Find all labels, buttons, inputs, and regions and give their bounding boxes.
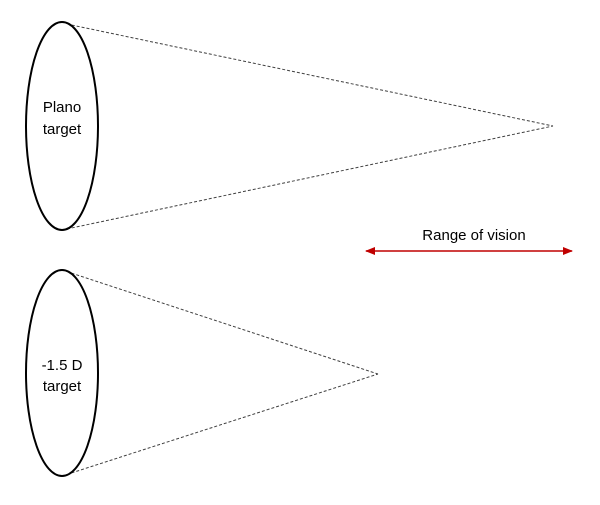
plano-target-ellipse (25, 21, 99, 231)
minus-1-5d-target-label-line1: -1.5 D (42, 357, 83, 374)
plano-cone-upper-line (61, 22, 554, 127)
minus-1-5d-cone-upper-line (61, 269, 379, 375)
minus-1-5d-target-ellipse (25, 269, 99, 477)
plano-target-group: Plano target (25, 21, 554, 231)
plano-target-label-line1: Plano (43, 99, 81, 116)
minus-1-5d-target-group: -1.5 D target (25, 269, 379, 477)
plano-target-label-line2: target (43, 121, 82, 138)
range-of-vision-label: Range of vision (422, 227, 525, 244)
plano-cone-lower-line (61, 125, 554, 231)
minus-1-5d-cone-lower-line (61, 373, 379, 477)
range-of-vision-group: Range of vision (365, 227, 573, 255)
minus-1-5d-target-label-line2: target (43, 378, 82, 395)
